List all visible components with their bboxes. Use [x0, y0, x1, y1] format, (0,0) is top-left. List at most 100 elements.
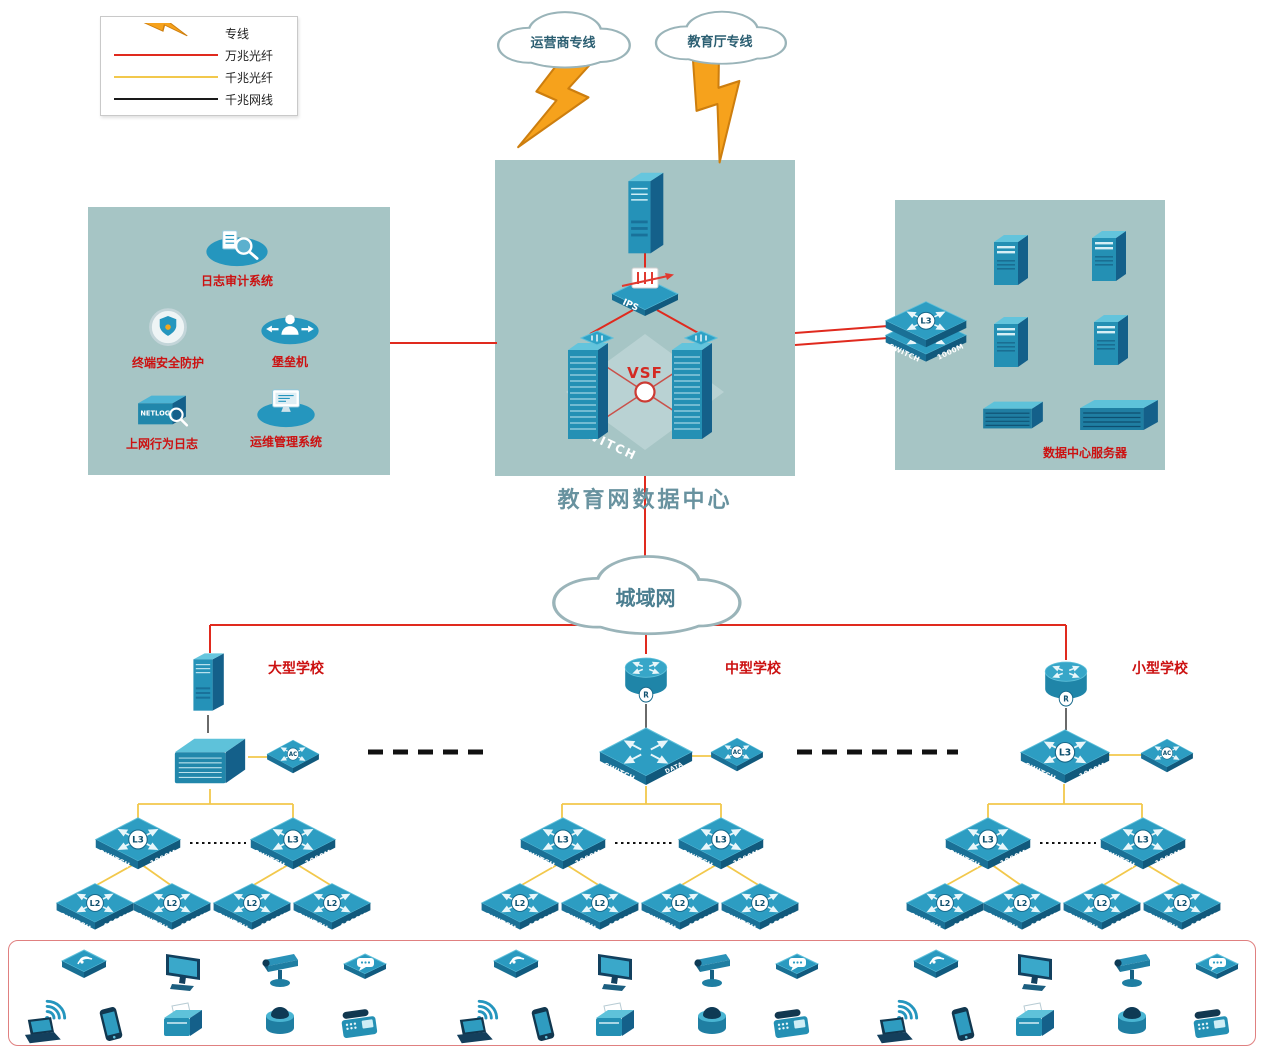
bastion-host-label: 堡垒机 — [271, 355, 308, 369]
datacenter-server-3[interactable] — [988, 312, 1032, 370]
datacenter-server-4[interactable] — [1088, 310, 1132, 368]
svg-text:L3: L3 — [557, 836, 569, 846]
desktop-monitor-3[interactable] — [1012, 950, 1058, 994]
ip-phone-1[interactable] — [336, 1004, 384, 1042]
datacenter-server-2[interactable] — [1086, 226, 1130, 284]
datacenter-storage-1[interactable] — [980, 398, 1046, 432]
svg-text:L3: L3 — [287, 836, 299, 846]
bastion-host[interactable]: 堡垒机 — [225, 308, 355, 370]
dome-camera-2[interactable] — [692, 1002, 732, 1040]
datacenter-storage-2[interactable] — [1076, 396, 1162, 434]
cloud-edu-line[interactable]: 教育厅专线 — [645, 6, 795, 68]
cloud-isp-line[interactable]: 运营商专线 — [487, 6, 639, 72]
cloud-edu-label: 教育厅专线 — [687, 34, 753, 50]
svg-text:L2: L2 — [515, 899, 526, 908]
netlog-label: 上网行为日志 — [125, 437, 198, 451]
printer-1[interactable] — [158, 1000, 206, 1042]
smartphone-1[interactable] — [96, 1004, 126, 1044]
ptz-camera-1[interactable] — [254, 948, 306, 992]
svg-text:L2: L2 — [1177, 899, 1188, 908]
dome-camera-1[interactable] — [260, 1002, 300, 1040]
legend: 专线 万兆光纤 千兆光纤 千兆网线 — [100, 16, 298, 116]
cloud-shape — [654, 10, 788, 65]
medium-school-router[interactable]: R — [622, 652, 670, 706]
netlog-icon: NETLOG — [138, 395, 189, 427]
wifi-laptop-1[interactable] — [22, 992, 84, 1046]
log-audit-system[interactable]: 日志审计系统 — [172, 225, 302, 289]
wireless-ap-3[interactable] — [912, 948, 960, 984]
ptz-camera-3[interactable] — [1106, 948, 1158, 992]
legend-label: 千兆网线 — [225, 92, 274, 107]
cloud-shape — [552, 555, 742, 636]
smartphone-2[interactable] — [528, 1004, 558, 1044]
smartphone-3[interactable] — [948, 1004, 978, 1044]
svg-text:L2: L2 — [1017, 899, 1028, 908]
im-client-3[interactable] — [1194, 952, 1240, 986]
ops-management-icon — [257, 389, 315, 428]
wifi-laptop-3[interactable] — [874, 992, 936, 1046]
large-school-ac[interactable]: AC — [266, 739, 320, 775]
svg-text:L2: L2 — [247, 899, 258, 908]
legend-row-dedicated-line: 专线 — [107, 22, 291, 44]
ips-appliance[interactable]: IPS — [608, 264, 682, 318]
wireless-ap-1[interactable] — [60, 948, 108, 984]
legend-row-1g-cable: 千兆网线 — [107, 88, 291, 110]
svg-text:NETLOG: NETLOG — [140, 410, 170, 418]
desktop-monitor-1[interactable] — [160, 950, 206, 994]
endpoint-security-icon — [149, 308, 187, 346]
svg-text:L2: L2 — [675, 899, 686, 908]
netlog-system[interactable]: NETLOG 上网行为日志 — [97, 388, 227, 452]
printer-3[interactable] — [1010, 1000, 1058, 1042]
datacenter-server-1[interactable] — [988, 230, 1032, 288]
desktop-monitor-2[interactable] — [592, 950, 638, 994]
im-client-1[interactable] — [342, 952, 388, 986]
endpoint-security-system[interactable]: 终端安全防护 — [103, 305, 233, 371]
printer-2[interactable] — [590, 1000, 638, 1042]
ops-management-system[interactable]: 运维管理系统 — [221, 386, 351, 450]
terminal-zone — [8, 940, 1256, 1046]
large-school-firewall[interactable] — [187, 650, 227, 714]
vsf-core-switch-2[interactable] — [664, 330, 718, 444]
small-school-ac[interactable]: AC — [1140, 738, 1194, 774]
cloud-man[interactable]: 城域网 — [538, 548, 753, 640]
medium-school-ac[interactable]: AC — [710, 737, 764, 773]
vsf-label: VSF — [627, 364, 663, 382]
ip-phone-2[interactable] — [768, 1004, 816, 1042]
ptz-camera-2[interactable] — [686, 948, 738, 992]
svg-text:AC: AC — [733, 750, 741, 756]
wifi-laptop-2[interactable] — [454, 992, 516, 1046]
small-school-router[interactable]: R — [1042, 656, 1090, 710]
svg-text:R: R — [643, 690, 649, 699]
svg-text:L3: L3 — [1137, 836, 1149, 846]
svg-text:L3: L3 — [920, 316, 931, 326]
dome-camera-3[interactable] — [1112, 1002, 1152, 1040]
svg-text:L2: L2 — [595, 899, 606, 908]
datacenter-firewall[interactable] — [621, 168, 667, 258]
ip-phone-3[interactable] — [1188, 1004, 1236, 1042]
wireless-ap-2[interactable] — [492, 948, 540, 984]
vsf-core-switch-1[interactable] — [560, 330, 614, 444]
im-client-2[interactable] — [774, 952, 820, 986]
large-school-core-switch[interactable] — [169, 731, 251, 789]
